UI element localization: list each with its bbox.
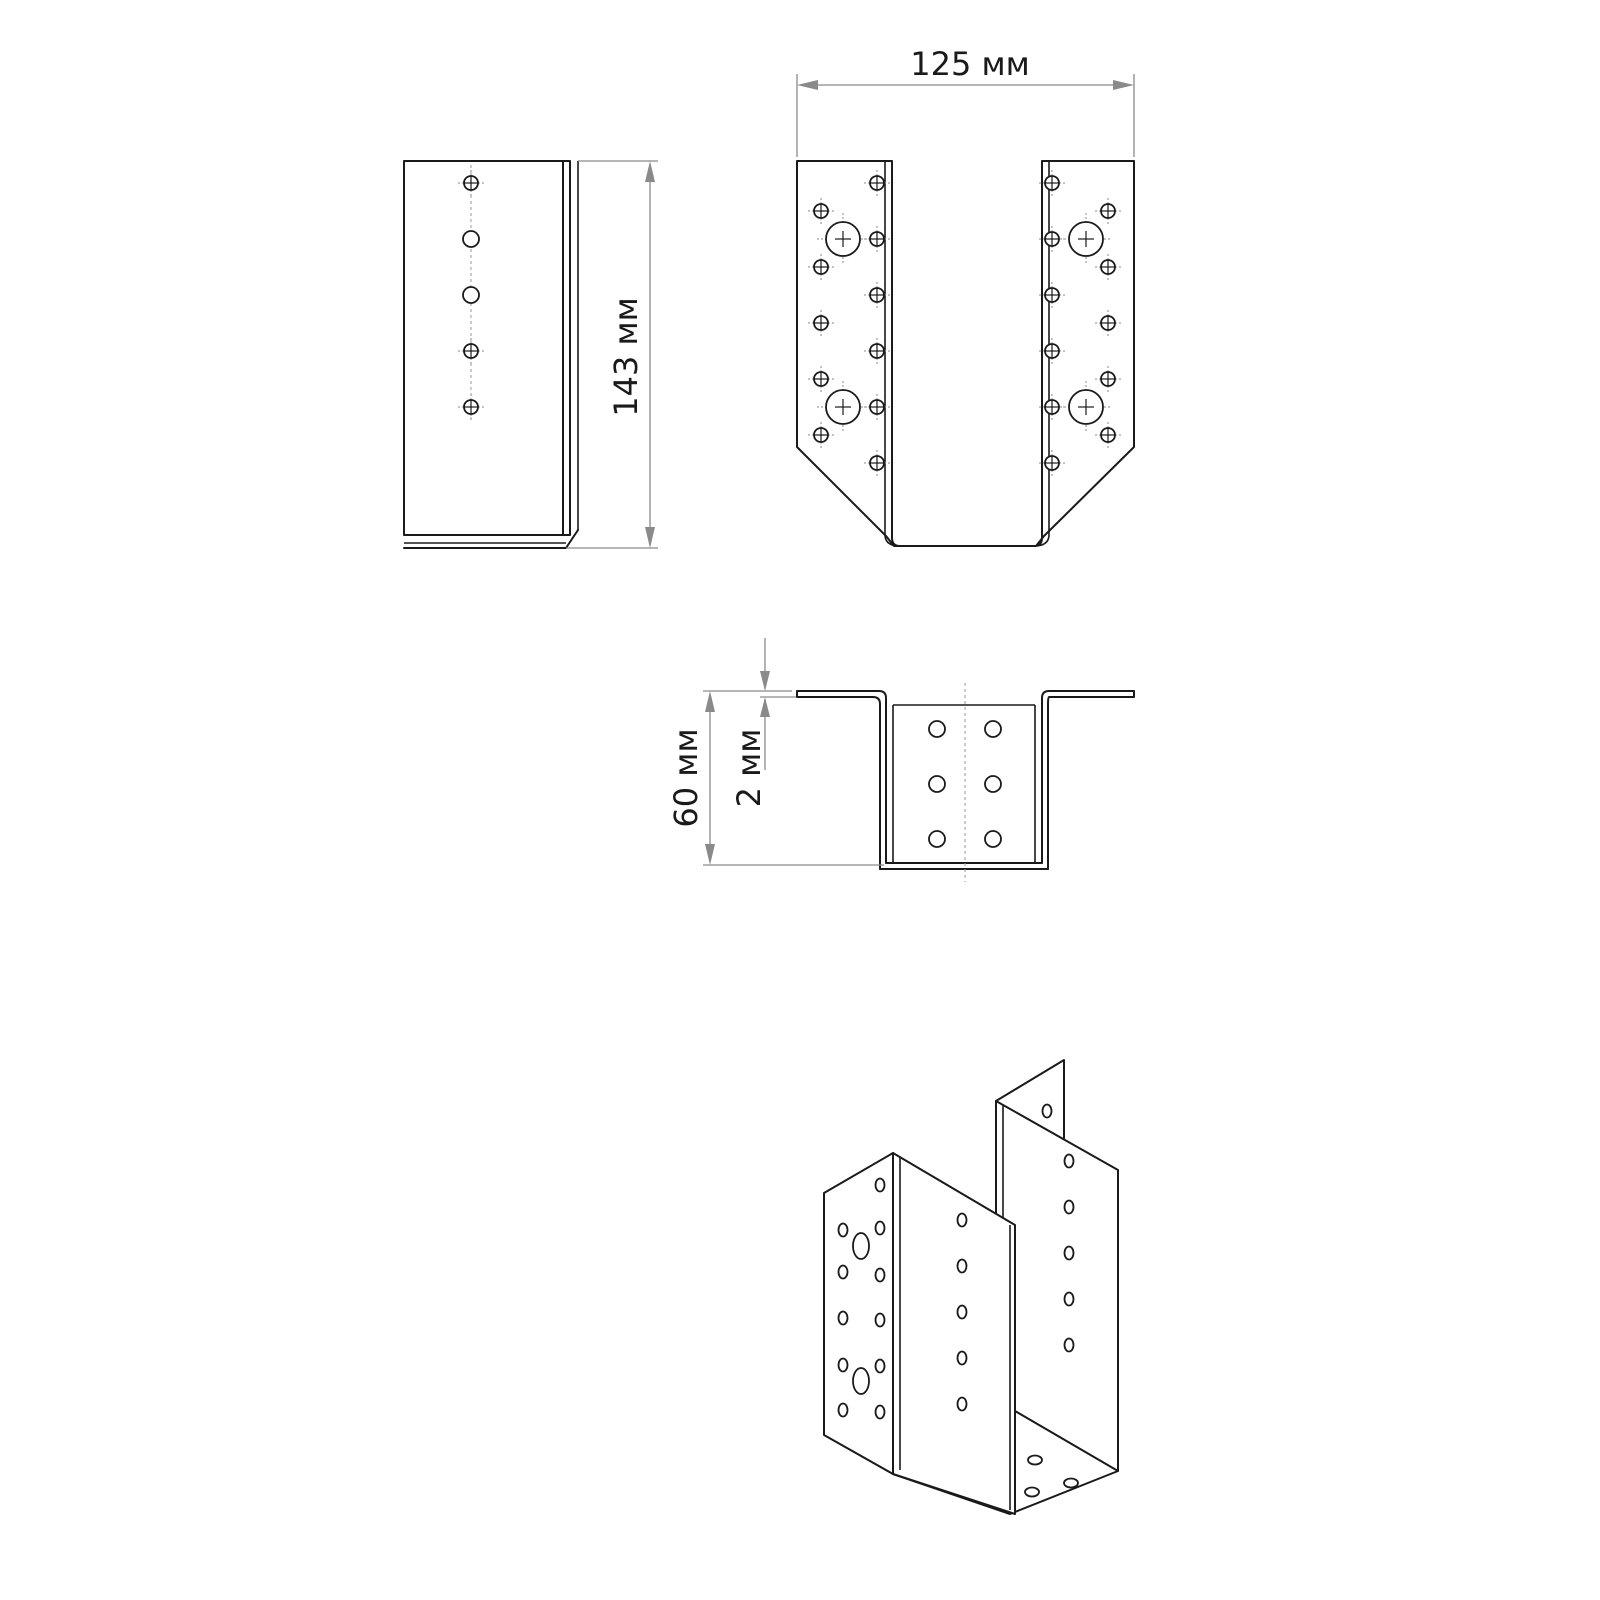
iso-flange-holes bbox=[837, 1177, 886, 1420]
height-dimension: 143 мм bbox=[566, 160, 658, 549]
iso-side-holes bbox=[956, 1212, 968, 1412]
width-label: 125 мм bbox=[910, 45, 1030, 83]
height-label: 143 мм bbox=[607, 297, 645, 417]
iso-back-holes bbox=[1041, 1103, 1075, 1353]
top-outline bbox=[796, 690, 1135, 870]
front-outline bbox=[796, 160, 1135, 547]
side-view: 143 мм bbox=[403, 160, 658, 549]
width-dimension: 125 мм bbox=[796, 45, 1135, 157]
iso-bottom-holes bbox=[1024, 1454, 1079, 1498]
side-plate bbox=[403, 160, 571, 536]
top-view: 60 мм 2 мм bbox=[667, 638, 1135, 882]
front-view: 125 мм bbox=[796, 45, 1135, 547]
thickness-label: 2 мм bbox=[730, 729, 768, 808]
isometric-view bbox=[823, 1059, 1119, 1515]
depth-dimension: 60 мм bbox=[667, 690, 884, 866]
thickness-dimension: 2 мм bbox=[730, 638, 796, 807]
depth-label: 60 мм bbox=[667, 728, 705, 827]
